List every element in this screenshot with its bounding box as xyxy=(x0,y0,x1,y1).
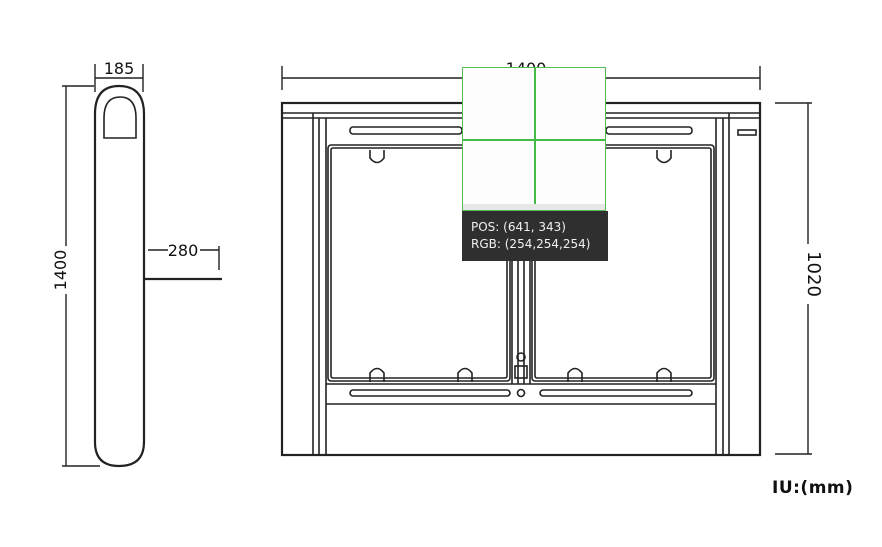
front-view: 1400 1020 xyxy=(280,58,824,457)
gate-post-window xyxy=(103,96,137,139)
rgb-value: (254,254,254) xyxy=(504,237,591,251)
side-height-label: 1400 xyxy=(51,250,70,291)
magnified-edge xyxy=(463,204,605,210)
pixel-info-tooltip: POS: (641, 343) RGB: (254,254,254) xyxy=(462,211,608,261)
rgb-row: RGB: (254,254,254) xyxy=(471,236,608,253)
side-view: 185 1400 280 xyxy=(51,59,222,468)
rgb-label: RGB: xyxy=(471,237,501,251)
pos-row: POS: (641, 343) xyxy=(471,219,608,236)
gate-post-body xyxy=(93,84,146,468)
pos-value: (641, 343) xyxy=(503,220,566,234)
crosshair-horizontal xyxy=(463,139,605,141)
pos-label: POS: xyxy=(471,220,500,234)
arm-length-label: 280 xyxy=(168,241,199,260)
side-width-label: 185 xyxy=(104,59,135,78)
unit-label: IU:(mm) xyxy=(772,478,854,498)
pixel-magnifier xyxy=(462,67,606,211)
front-height-label: 1020 xyxy=(803,251,824,297)
